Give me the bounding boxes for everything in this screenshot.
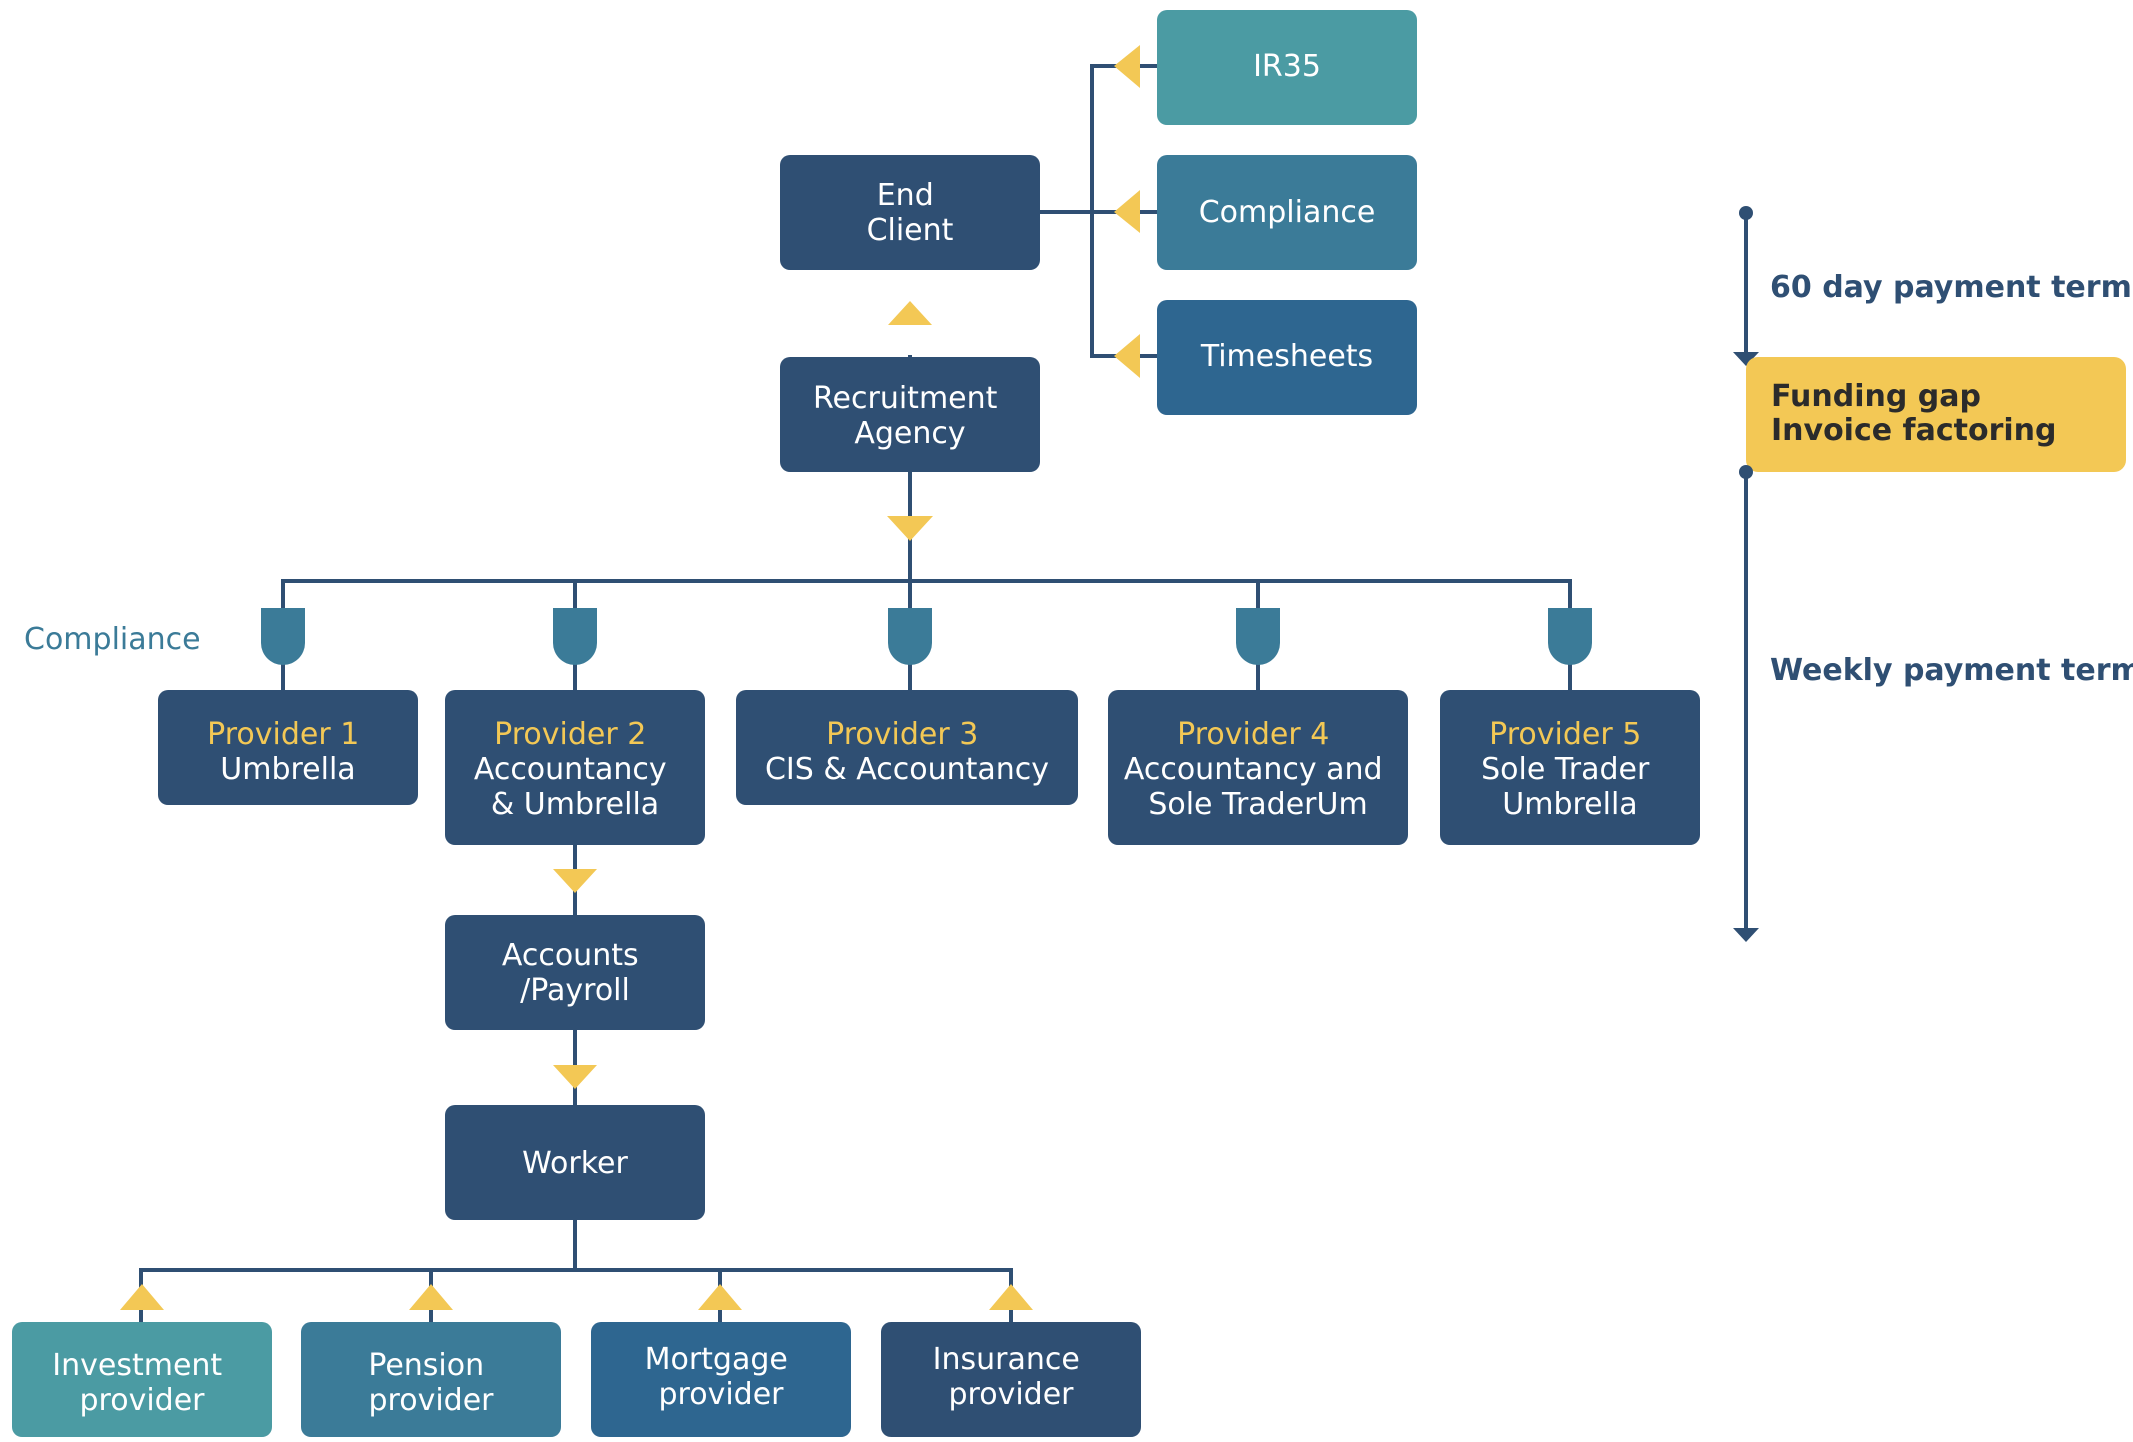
provider-4-box[interactable]: Provider 4 Accountancy and Sole TraderUm: [1108, 690, 1408, 845]
shield-icon: [1236, 608, 1280, 665]
provider-type-line: Accountancy: [474, 752, 667, 787]
benefit-provider-line: provider: [659, 1377, 785, 1412]
payment-timeline: 60 day payment terms Funding gap Invoice…: [1733, 206, 2133, 942]
shield-icon: [888, 608, 932, 665]
provider-name: Provider 1: [207, 717, 359, 752]
compliance-shields: [261, 608, 1592, 665]
provider-type-line: Sole Trader: [1481, 752, 1650, 787]
timeline-arrow-icon: [1733, 352, 1759, 366]
arrow-up-investment: [120, 1284, 164, 1310]
funding-gap-line: Funding gap: [1771, 379, 1981, 414]
svg-text:Funding gap Invoice fact: Funding gap Invoice factoring: [1771, 379, 2056, 448]
benefit-provider-line: Mortgage: [645, 1342, 788, 1377]
end-client-line: Client: [867, 213, 954, 248]
arrow-up-pension: [409, 1284, 453, 1310]
sixty-day-terms-label: 60 day payment terms: [1770, 270, 2133, 305]
funding-gap-line: Invoice factoring: [1771, 413, 2056, 448]
svg-text:Mortgage provider: Mortgage provider: [645, 1342, 798, 1412]
provider-name: Provider 2: [494, 717, 646, 752]
arrow-up-mortgage: [698, 1284, 742, 1310]
arrowheads: [120, 45, 1140, 1310]
arrow-down-worker: [553, 1065, 597, 1089]
accounts-payroll-line: Accounts: [502, 938, 639, 973]
funding-gap-box: [1746, 357, 2126, 472]
ir35-label: IR35: [1253, 49, 1321, 84]
worker-label: Worker: [522, 1146, 628, 1181]
accounts-payroll-line: /Payroll: [520, 973, 630, 1008]
shield-icon: [1548, 608, 1592, 665]
provider-name: Provider 3: [826, 717, 978, 752]
arrow-down-providers: [887, 516, 933, 541]
provider-1-box[interactable]: Provider 1 Umbrella: [158, 690, 418, 805]
benefit-provider-line: provider: [80, 1383, 206, 1418]
benefit-provider-line: provider: [369, 1383, 495, 1418]
svg-text:Pension provider: Pension provider: [368, 1348, 494, 1418]
svg-text:Provider 3 CIS & Account: Provider 3 CIS & Accountancy: [765, 717, 1049, 787]
end-client-box[interactable]: End Client: [780, 155, 1040, 270]
provider-type-line: & Umbrella: [491, 787, 659, 822]
svg-text:Investment provider: Investment provider: [52, 1348, 231, 1418]
benefit-provider-line: Investment: [52, 1348, 222, 1383]
svg-text:Insurance provider: Insurance provider: [933, 1342, 1090, 1412]
provider-2-box[interactable]: Provider 2 Accountancy & Umbrella: [445, 690, 705, 845]
provider-type-line: Umbrella: [1502, 787, 1637, 822]
svg-text:Provider 1 Umbrella: Provider 1 Umbrella: [207, 717, 369, 787]
timesheets-box[interactable]: Timesheets: [1157, 300, 1417, 415]
timeline-end-arrow-icon: [1733, 928, 1759, 942]
end-client-line: End: [877, 178, 934, 213]
shield-icon: [261, 608, 305, 665]
arrow-left-timesheets: [1114, 334, 1140, 378]
arrow-down-accounts: [553, 869, 597, 893]
provider-5-box[interactable]: Provider 5 Sole Trader Umbrella: [1440, 690, 1700, 845]
compliance-box-label: Compliance: [1199, 195, 1376, 230]
provider-type-line: CIS & Accountancy: [765, 752, 1049, 787]
arrow-up-end-client: [888, 301, 932, 325]
arrow-left-ir35: [1114, 45, 1140, 88]
mortgage-provider-box[interactable]: Mortgage provider: [591, 1322, 851, 1437]
provider-name: Provider 5: [1489, 717, 1641, 752]
recruitment-agency-box[interactable]: Recruitment Agency: [780, 357, 1040, 472]
svg-text:Accounts /Payroll: Accounts /Payroll: [502, 938, 648, 1008]
benefit-provider-line: Pension: [368, 1348, 484, 1383]
insurance-provider-box[interactable]: Insurance provider: [881, 1322, 1141, 1437]
investment-provider-box[interactable]: Investment provider: [12, 1322, 272, 1437]
recruitment-agency-line: Agency: [854, 416, 965, 451]
ir35-box[interactable]: IR35: [1157, 10, 1417, 125]
worker-box[interactable]: Worker: [445, 1105, 705, 1220]
arrow-up-insurance: [989, 1284, 1033, 1310]
benefit-provider-line: provider: [949, 1377, 1075, 1412]
provider-3-box[interactable]: Provider 3 CIS & Accountancy: [736, 690, 1078, 805]
accounts-payroll-box[interactable]: Accounts /Payroll: [445, 915, 705, 1030]
recruitment-agency-line: Recruitment: [813, 381, 998, 416]
shield-icon: [553, 608, 597, 665]
compliance-label: Compliance: [24, 622, 201, 657]
provider-type-line: Umbrella: [220, 752, 355, 787]
svg-text:End Client: End Client: [867, 178, 954, 248]
svg-text:Provider 2 Accountancy: Provider 2 Accountancy & Umbrella: [474, 717, 676, 822]
compliance-box[interactable]: Compliance: [1157, 155, 1417, 270]
timesheets-label: Timesheets: [1200, 339, 1373, 374]
provider-name: Provider 4: [1177, 717, 1329, 752]
provider-type-line: Sole TraderUm: [1148, 787, 1367, 822]
svg-text:Provider 5 Sole Trader: Provider 5 Sole Trader Umbrella: [1481, 717, 1659, 822]
arrow-left-compliance: [1114, 190, 1140, 233]
svg-text:Provider 4 Accountancy a: Provider 4 Accountancy and Sole TraderUm: [1124, 717, 1392, 822]
pension-provider-box[interactable]: Pension provider: [301, 1322, 561, 1437]
provider-type-line: Accountancy and: [1124, 752, 1383, 787]
benefit-provider-line: Insurance: [933, 1342, 1080, 1377]
weekly-terms-label: Weekly payment terms: [1770, 653, 2133, 688]
svg-text:Recruitment Agency: Recruitment Agency: [813, 381, 1007, 451]
